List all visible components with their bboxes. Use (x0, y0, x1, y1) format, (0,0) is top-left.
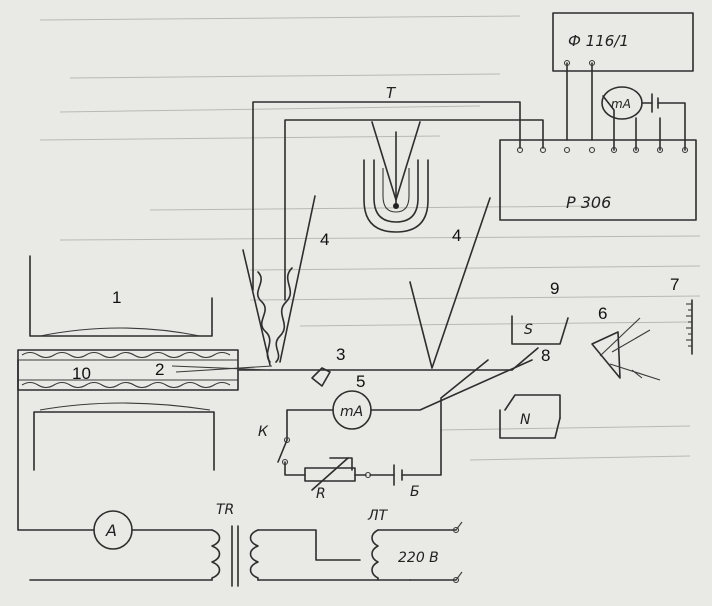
callout-4-right: 4 (452, 226, 461, 245)
label-tr: TR (216, 502, 234, 518)
label-s: S (524, 322, 533, 338)
label-ammeter: A (105, 521, 117, 540)
callout-6: 6 (598, 304, 607, 323)
label-p306: Р 306 (566, 193, 611, 212)
callout-7: 7 (670, 275, 679, 294)
probe-4-right (409, 197, 491, 369)
label-f116: Ф 116/1 (568, 32, 629, 50)
label-lt: ЛТ (367, 508, 389, 524)
label-r: R (316, 486, 326, 502)
callout-4-left: 4 (320, 230, 329, 249)
label-b: Б (410, 484, 420, 500)
mid-ammeter-circuit (277, 359, 533, 491)
background-text-ghosting (39, 15, 701, 461)
label-ma-mid: mA (340, 404, 363, 420)
callout-10: 10 (72, 364, 91, 383)
probe-4-left (242, 195, 316, 366)
label-n: N (520, 412, 531, 428)
label-ma-top: mA (611, 97, 631, 111)
callout-9: 9 (550, 279, 559, 298)
mirror-optics (591, 317, 661, 381)
scale (686, 299, 693, 355)
label-voltage: 220 В (398, 550, 439, 566)
dewar-vessel (363, 131, 429, 233)
p306-potentiometer (499, 139, 697, 221)
f116-instrument (552, 12, 694, 141)
label-t: T (386, 84, 397, 102)
furnace (17, 255, 239, 471)
callout-8: 8 (541, 346, 550, 365)
callout-2: 2 (155, 360, 164, 379)
galvanometer-circuit (601, 86, 686, 151)
magnet-n (499, 394, 561, 439)
power-circuit (17, 359, 463, 587)
callout-5: 5 (356, 372, 365, 391)
callout-1: 1 (112, 288, 121, 307)
callout-3: 3 (336, 345, 345, 364)
label-k: К (258, 424, 269, 440)
magnet-s (511, 315, 569, 345)
